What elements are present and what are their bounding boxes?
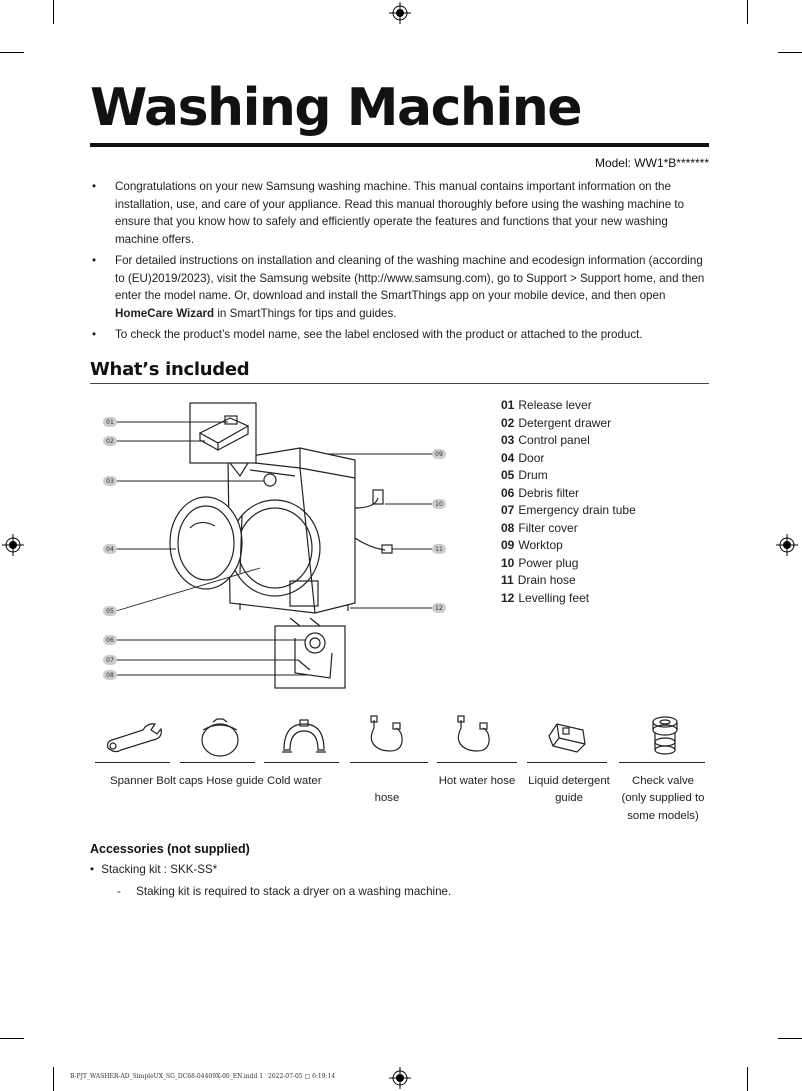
accessory-divider: [619, 762, 705, 763]
accessory-divider: [180, 762, 255, 763]
accessory-divider: [264, 762, 339, 763]
accessory-label: some models): [627, 810, 699, 822]
crop-mark: [747, 1067, 748, 1091]
callout-label: 11: [435, 546, 443, 553]
list-item: •Congratulations on your new Samsung was…: [92, 180, 685, 246]
accessory-label: hose: [374, 792, 400, 804]
accessory-divider: [95, 762, 170, 763]
accessory-label: Liquid detergent: [528, 775, 610, 787]
list-item: - Staking kit is required to stack a dry…: [117, 885, 452, 898]
bullet-icon: •: [90, 863, 95, 876]
crop-mark: [778, 52, 802, 53]
callout-label: 03: [106, 478, 114, 485]
liquid-detergent-guide-icon: [548, 723, 586, 753]
washing-machine-diagram: 01 02 03 04 05 06 07 08 09 10 11 12: [103, 402, 446, 689]
callout-label: 09: [435, 451, 443, 458]
callout-label: 05: [106, 608, 114, 615]
callout-label: 02: [106, 438, 114, 445]
section-rule: [90, 383, 709, 384]
bullet-icon: •: [92, 254, 97, 267]
accessory-divider: [437, 762, 517, 763]
accessory-label: Check valve: [631, 775, 695, 787]
registration-mark-icon: [389, 1067, 411, 1089]
registration-mark-icon: [2, 534, 24, 556]
cold-water-hose-icon: [370, 715, 403, 752]
hose-guide-icon: [282, 719, 326, 753]
homecare-wizard-name: HomeCare Wizard: [115, 306, 215, 320]
callout-label: 07: [106, 657, 114, 664]
accessory-divider: [527, 762, 607, 763]
crop-mark: [53, 0, 54, 24]
check-valve-icon: [652, 716, 678, 755]
bullet-icon: •: [92, 328, 97, 341]
section-heading: What’s included: [90, 359, 250, 380]
hot-water-hose-icon: [457, 715, 490, 752]
crop-mark: [747, 0, 748, 24]
callout-markers: [103, 417, 446, 680]
accessory-label: Hot water hose: [438, 775, 516, 787]
list-item: •To check the product’s model name, see …: [90, 326, 709, 344]
spanner-icon: [106, 723, 162, 753]
accessories-heading: Accessories (not supplied): [90, 842, 250, 856]
accessory-label: Spanner Bolt caps Hose guide Cold water: [110, 775, 322, 787]
crop-mark: [0, 52, 24, 53]
footer-slug: B-PJT_WASHER-AD_SimpleUX_SG_DC68-04409X-…: [70, 1073, 336, 1080]
registration-mark-icon: [389, 2, 411, 24]
model-number: Model: WW1*B*******: [594, 156, 709, 170]
callout-label: 08: [106, 672, 114, 679]
intro-list: •Congratulations on your new Samsung was…: [90, 178, 709, 348]
crop-mark: [778, 1038, 802, 1039]
dash-icon: -: [117, 885, 121, 898]
callout-label: 12: [435, 605, 443, 612]
callout-label: 01: [106, 419, 114, 426]
callout-label: 10: [435, 501, 443, 508]
title-rule: [90, 143, 709, 147]
list-item: •For detailed instructions on installati…: [92, 254, 705, 320]
list-item: • Stacking kit : SKK-SS*: [90, 863, 218, 876]
crop-mark: [53, 1067, 54, 1091]
accessory-divider: [350, 762, 428, 763]
callout-label: 06: [106, 637, 114, 644]
crop-mark: [0, 1038, 24, 1039]
callout-label: 04: [106, 546, 114, 553]
bolt-cap-icon: [201, 718, 239, 757]
bullet-icon: •: [92, 180, 97, 193]
registration-mark-icon: [776, 534, 798, 556]
page-title: Washing Machine: [90, 78, 583, 138]
accessory-label: guide: [555, 792, 583, 804]
accessory-label: (only supplied to: [621, 792, 705, 804]
